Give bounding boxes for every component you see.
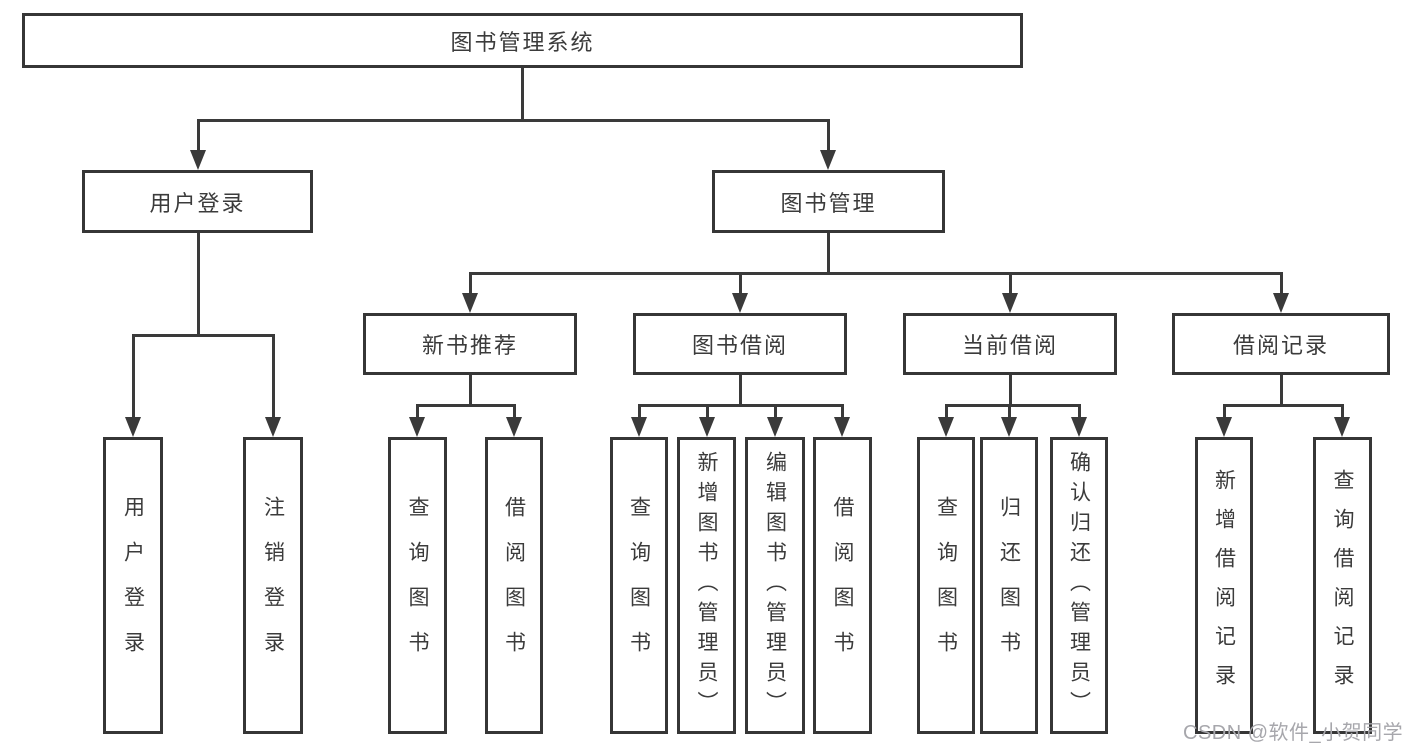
arrow-down-icon — [1071, 417, 1087, 437]
connector-line — [131, 335, 135, 421]
connector-line — [468, 273, 472, 297]
node-leaf-return-book: 归还图书 — [980, 437, 1038, 734]
node-leaf-confirm-return: 确认归还（管理员） — [1050, 437, 1108, 734]
connector-line — [415, 403, 516, 407]
connector-line — [1008, 273, 1012, 297]
node-leaf-logout: 注销登录 — [243, 437, 303, 734]
connector-line — [840, 405, 844, 421]
connector-line — [131, 333, 275, 337]
node-label: 注销登录 — [261, 495, 285, 676]
arrow-down-icon — [190, 150, 206, 170]
node-user-login: 用户登录 — [82, 170, 313, 233]
node-label: 当前借阅 — [961, 333, 1058, 358]
node-borrow-records: 借阅记录 — [1172, 313, 1390, 375]
node-label: 用户登录 — [121, 495, 145, 676]
arrow-down-icon — [506, 417, 522, 437]
node-label: 查询图书 — [406, 495, 429, 676]
node-label: 图书管理系统 — [450, 29, 595, 55]
connector-line — [1279, 273, 1283, 297]
connector-line — [1222, 403, 1344, 407]
arrow-down-icon — [409, 417, 425, 437]
arrow-down-icon — [631, 417, 647, 437]
connector-line — [196, 233, 200, 337]
connector-line — [738, 375, 742, 407]
node-book-mgmt: 图书管理 — [712, 170, 945, 233]
connector-line — [415, 405, 419, 421]
connector-line — [196, 120, 200, 154]
node-label: 借阅记录 — [1232, 333, 1329, 358]
node-leaf-edit-book: 编辑图书（管理员） — [745, 437, 805, 734]
arrow-down-icon — [1001, 417, 1017, 437]
connector-line — [944, 405, 948, 421]
node-label: 查询借阅记录 — [1331, 468, 1354, 703]
node-label: 借阅图书 — [831, 495, 854, 676]
node-leaf-query-book-1: 查询图书 — [388, 437, 447, 734]
connector-line — [944, 403, 1081, 407]
node-current-borrow: 当前借阅 — [903, 313, 1117, 375]
connector-line — [637, 403, 844, 407]
node-leaf-query-book-3: 查询图书 — [917, 437, 975, 734]
connector-line — [738, 273, 742, 297]
node-label: 确认归还（管理员） — [1067, 450, 1091, 721]
node-label: 图书借阅 — [691, 333, 788, 358]
node-leaf-borrow-book-1: 借阅图书 — [485, 437, 543, 734]
node-label: 新增图书（管理员） — [695, 450, 718, 721]
node-label: 归还图书 — [997, 495, 1021, 676]
arrow-down-icon — [820, 150, 836, 170]
connector-line — [1222, 405, 1226, 421]
node-label: 图书管理 — [780, 190, 877, 216]
arrow-down-icon — [1334, 417, 1350, 437]
arrow-down-icon — [1002, 293, 1018, 313]
node-leaf-query-book-2: 查询图书 — [610, 437, 668, 734]
node-label: 新书推荐 — [421, 333, 518, 358]
node-label: 查询图书 — [934, 495, 958, 676]
node-book-borrow: 图书借阅 — [633, 313, 847, 375]
node-leaf-add-borrow-record: 新增借阅记录 — [1195, 437, 1253, 734]
arrow-down-icon — [699, 417, 715, 437]
connector-line — [468, 271, 1283, 275]
connector-line — [705, 405, 709, 421]
connector-line — [1077, 405, 1081, 421]
node-new-book-rec: 新书推荐 — [363, 313, 577, 375]
connector-line — [1007, 405, 1011, 421]
arrow-down-icon — [834, 417, 850, 437]
arrow-down-icon — [125, 417, 141, 437]
arrow-down-icon — [767, 417, 783, 437]
arrow-down-icon — [462, 293, 478, 313]
connector-line — [512, 405, 516, 421]
arrow-down-icon — [1216, 417, 1232, 437]
watermark: CSDN @软件_小贺同学 — [1183, 722, 1404, 744]
node-leaf-borrow-book-2: 借阅图书 — [813, 437, 872, 734]
node-label: 借阅图书 — [502, 495, 526, 676]
connector-line — [1340, 405, 1344, 421]
connector-line — [1279, 375, 1283, 407]
connector-line — [196, 118, 830, 122]
connector-line — [1008, 375, 1012, 407]
node-leaf-user-login: 用户登录 — [103, 437, 163, 734]
node-label: 查询图书 — [627, 495, 651, 676]
arrow-down-icon — [938, 417, 954, 437]
arrow-down-icon — [1273, 293, 1289, 313]
node-label: 编辑图书（管理员） — [763, 450, 787, 721]
node-leaf-add-book: 新增图书（管理员） — [677, 437, 736, 734]
connector-line — [826, 233, 830, 275]
connector-line — [468, 375, 472, 407]
arrow-down-icon — [265, 417, 281, 437]
node-leaf-query-borrow-record: 查询借阅记录 — [1313, 437, 1372, 734]
node-label: 新增借阅记录 — [1212, 468, 1236, 703]
connector-line — [637, 405, 641, 421]
connector-line — [773, 405, 777, 421]
connector-line — [826, 120, 830, 154]
arrow-down-icon — [732, 293, 748, 313]
node-root: 图书管理系统 — [22, 13, 1023, 68]
connector-line — [520, 68, 524, 122]
connector-line — [271, 335, 275, 421]
node-label: 用户登录 — [149, 190, 246, 216]
